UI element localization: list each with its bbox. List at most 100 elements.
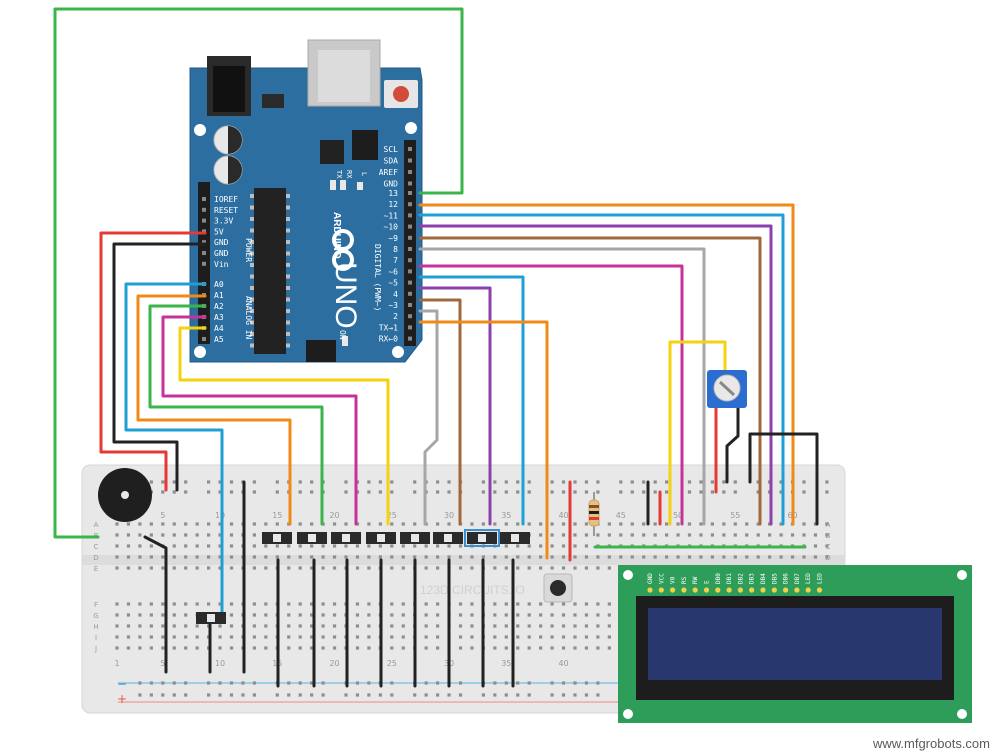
- wire-purple-pin5: [418, 286, 492, 526]
- breadboard-hole: [264, 555, 268, 559]
- breadboard-hole: [390, 624, 394, 628]
- breadboard-hole: [607, 635, 611, 639]
- header-pin-label: SDA: [384, 157, 399, 166]
- breadboard-hole: [367, 624, 371, 628]
- chip-pin: [250, 263, 254, 267]
- breadboard-hole: [573, 646, 577, 650]
- row-letter-right: B: [826, 532, 831, 540]
- breadboard-hole: [527, 624, 531, 628]
- breadboard-hole: [493, 624, 497, 628]
- rail-hole: [825, 480, 829, 484]
- rail-hole: [310, 480, 314, 484]
- breadboard-hole: [138, 646, 142, 650]
- breadboard-hole: [332, 624, 337, 628]
- chip-pin: [250, 343, 254, 348]
- rail-hole: [218, 490, 222, 494]
- breadboard-hole: [310, 544, 314, 548]
- wire-orange-pin12: [418, 203, 795, 526]
- header-pin: [408, 336, 412, 341]
- rail-hole: [436, 490, 440, 494]
- breadboard-hole: [321, 635, 325, 639]
- buzzer-hole: [121, 491, 129, 499]
- breadboard-hole: [355, 544, 360, 548]
- rail-hole: [310, 490, 314, 494]
- breadboard-hole: [321, 602, 325, 606]
- breadboard-hole: [516, 522, 520, 526]
- breadboard-hole: [138, 555, 142, 559]
- breadboard-hole: [527, 613, 531, 617]
- rail-hole: [367, 480, 371, 484]
- breadboard-hole: [424, 566, 428, 570]
- chip-pin: [286, 205, 290, 210]
- wire-gray-pin8: [418, 247, 706, 526]
- analog-pin-label: A4: [214, 324, 224, 333]
- rail-hole: [424, 693, 428, 697]
- breadboard-hole: [424, 602, 428, 606]
- rail-hole: [550, 480, 554, 484]
- breadboard-hole: [493, 555, 497, 559]
- breadboard-hole: [172, 555, 176, 559]
- rail-hole: [710, 480, 714, 484]
- breadboard-hole: [184, 555, 188, 559]
- rail-hole: [653, 490, 657, 494]
- rail-hole: [825, 490, 829, 494]
- breadboard-hole: [561, 522, 566, 526]
- arduino-brand-label: ARDUINO: [331, 212, 342, 259]
- breadboard-hole: [252, 544, 256, 548]
- breadboard-hole: [768, 555, 772, 559]
- digital-pin-label: 12: [388, 200, 398, 209]
- breadboard-hole: [561, 555, 566, 559]
- rail-hole: [665, 490, 669, 494]
- header-pin: [408, 213, 412, 218]
- header-pin: [202, 337, 206, 341]
- breadboard-hole: [745, 555, 749, 559]
- breadboard-hole: [218, 602, 222, 606]
- chip-pin: [250, 228, 254, 233]
- breadboard-hole: [436, 613, 440, 617]
- breadboard-hole: [733, 522, 737, 526]
- breadboard-hole: [516, 613, 520, 617]
- breadboard-hole: [321, 646, 325, 650]
- breadboard-hole: [332, 613, 337, 617]
- arduino-logo: [332, 229, 354, 271]
- breadboard-hole: [550, 522, 554, 526]
- rail-hole: [207, 693, 211, 697]
- breadboard-hole: [458, 555, 463, 559]
- rail-hole: [367, 693, 371, 697]
- breadboard-hole: [126, 555, 131, 559]
- site-watermark: www.mfgrobots.com: [872, 736, 990, 751]
- chip-pin: [286, 309, 290, 313]
- rail-hole: [630, 480, 634, 484]
- digital-pin-label: ~9: [388, 234, 398, 243]
- atmega-chip: [254, 188, 286, 354]
- breadboard-hole: [447, 544, 451, 548]
- power-pin-label: RESET: [214, 206, 238, 215]
- wire-yellow-a4: [178, 326, 390, 526]
- breadboard-hole: [813, 555, 818, 559]
- rail-hole: [344, 480, 348, 484]
- analog-pin-label: A5: [214, 335, 224, 344]
- rail-hole: [653, 480, 657, 484]
- breadboard-hole: [470, 566, 474, 570]
- breadboard-hole: [825, 533, 829, 537]
- breadboard-hole: [516, 566, 520, 570]
- breadboard-hole: [367, 613, 371, 617]
- breadboard-hole: [264, 602, 268, 606]
- rail-hole: [138, 693, 142, 697]
- breadboard-hole: [172, 566, 176, 570]
- breadboard-hole: [355, 613, 360, 617]
- breadboard-hole: [218, 555, 222, 559]
- breadboard-hole: [527, 522, 531, 526]
- breadboard-hole: [779, 555, 783, 559]
- rail-hole: [161, 490, 165, 494]
- breadboard-hole: [619, 522, 623, 526]
- header-pin-label: AREF: [379, 168, 398, 177]
- rail-hole: [161, 693, 165, 697]
- breadboard-hole: [458, 624, 463, 628]
- breadboard-hole: [195, 624, 199, 628]
- digital-pin-label: RX←0: [379, 335, 398, 344]
- breadboard-hole: [561, 624, 566, 628]
- rail-hole: [561, 693, 566, 697]
